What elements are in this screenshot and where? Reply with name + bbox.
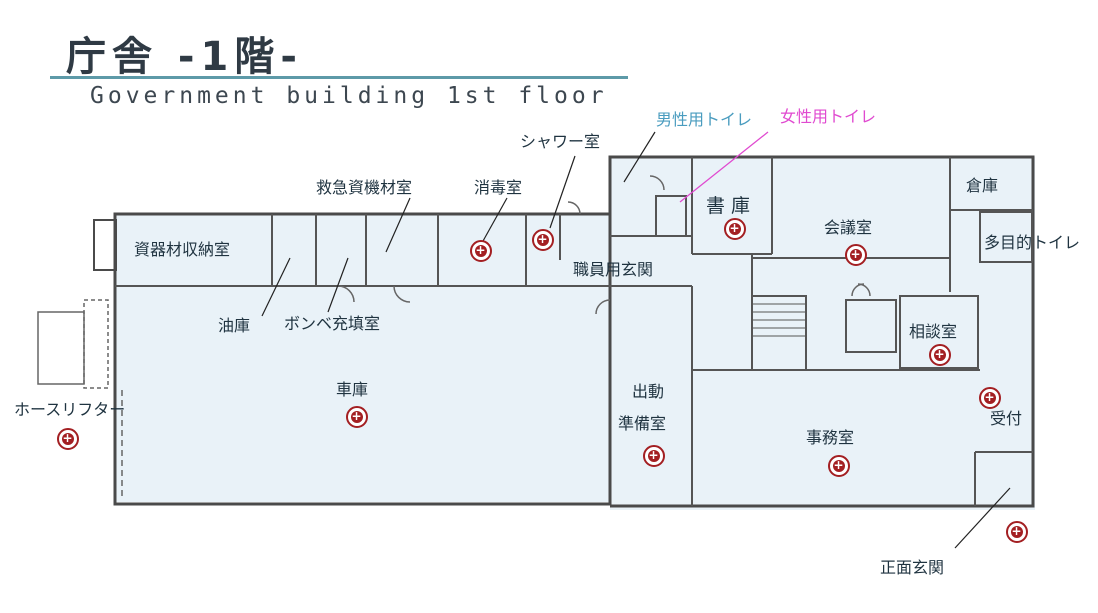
page-title: 庁舎 -1階- — [66, 34, 303, 80]
first-aid-marker-icon[interactable] — [346, 406, 368, 428]
room-label-emergency-equipment: 救急資機材室 — [316, 178, 413, 197]
room-label-oil-storage: 油庫 — [218, 316, 251, 335]
first-aid-marker-icon[interactable] — [845, 244, 867, 266]
room-label-archive: 書 庫 — [706, 195, 751, 217]
room-label-reception: 受付 — [990, 409, 1023, 428]
room-label-hose-lifter: ホースリフター — [14, 400, 126, 419]
first-aid-marker-icon[interactable] — [57, 428, 79, 450]
room-label-main-entrance: 正面玄関 — [880, 558, 945, 577]
room-label-office: 事務室 — [806, 428, 855, 447]
room-label-dispatch-prep-line1: 出動 — [632, 382, 665, 401]
first-aid-marker-icon[interactable] — [1006, 521, 1028, 543]
room-label-mens-toilet: 男性用トイレ — [656, 110, 753, 129]
room-label-consultation: 相談室 — [909, 322, 958, 341]
first-aid-marker-icon[interactable] — [979, 387, 1001, 409]
room-label-dispatch-prep-line2: 準備室 — [618, 414, 667, 433]
first-aid-marker-icon[interactable] — [828, 455, 850, 477]
room-label-storage-materials: 資器材収納室 — [134, 240, 231, 259]
title-underline — [50, 76, 628, 79]
room-label-staff-entrance: 職員用玄関 — [573, 260, 654, 279]
room-label-shower: シャワー室 — [520, 132, 601, 151]
first-aid-marker-icon[interactable] — [532, 229, 554, 251]
room-label-womens-toilet: 女性用トイレ — [780, 107, 877, 126]
first-aid-marker-icon[interactable] — [643, 445, 665, 467]
page-subtitle: Government building 1st floor — [90, 83, 608, 109]
room-label-disinfection: 消毒室 — [474, 178, 523, 197]
room-label-multipurpose-toilet: 多目的トイレ — [984, 233, 1081, 252]
room-label-cylinder-filling: ボンベ充填室 — [284, 314, 381, 333]
room-label-meeting-room: 会議室 — [824, 218, 873, 237]
room-label-garage: 車庫 — [336, 380, 369, 399]
first-aid-marker-icon[interactable] — [470, 240, 492, 262]
room-label-warehouse: 倉庫 — [966, 176, 999, 195]
first-aid-marker-icon[interactable] — [724, 218, 746, 240]
first-aid-marker-icon[interactable] — [929, 344, 951, 366]
